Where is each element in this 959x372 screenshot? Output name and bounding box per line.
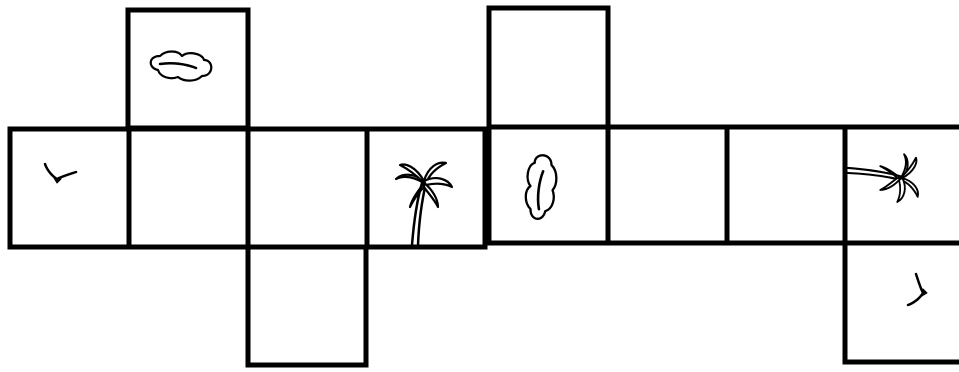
left-net (10, 10, 485, 365)
right-net (489, 8, 959, 362)
right-net-face-front (608, 127, 727, 243)
left-net-face-left (10, 129, 129, 247)
left-net-face-right (248, 129, 367, 247)
right-net-face-top (489, 8, 608, 127)
right-net-face-right (727, 127, 845, 243)
right-net-face-bottom (845, 243, 959, 362)
left-net-face-front (129, 129, 248, 247)
left-net-face-bottom (248, 247, 366, 365)
